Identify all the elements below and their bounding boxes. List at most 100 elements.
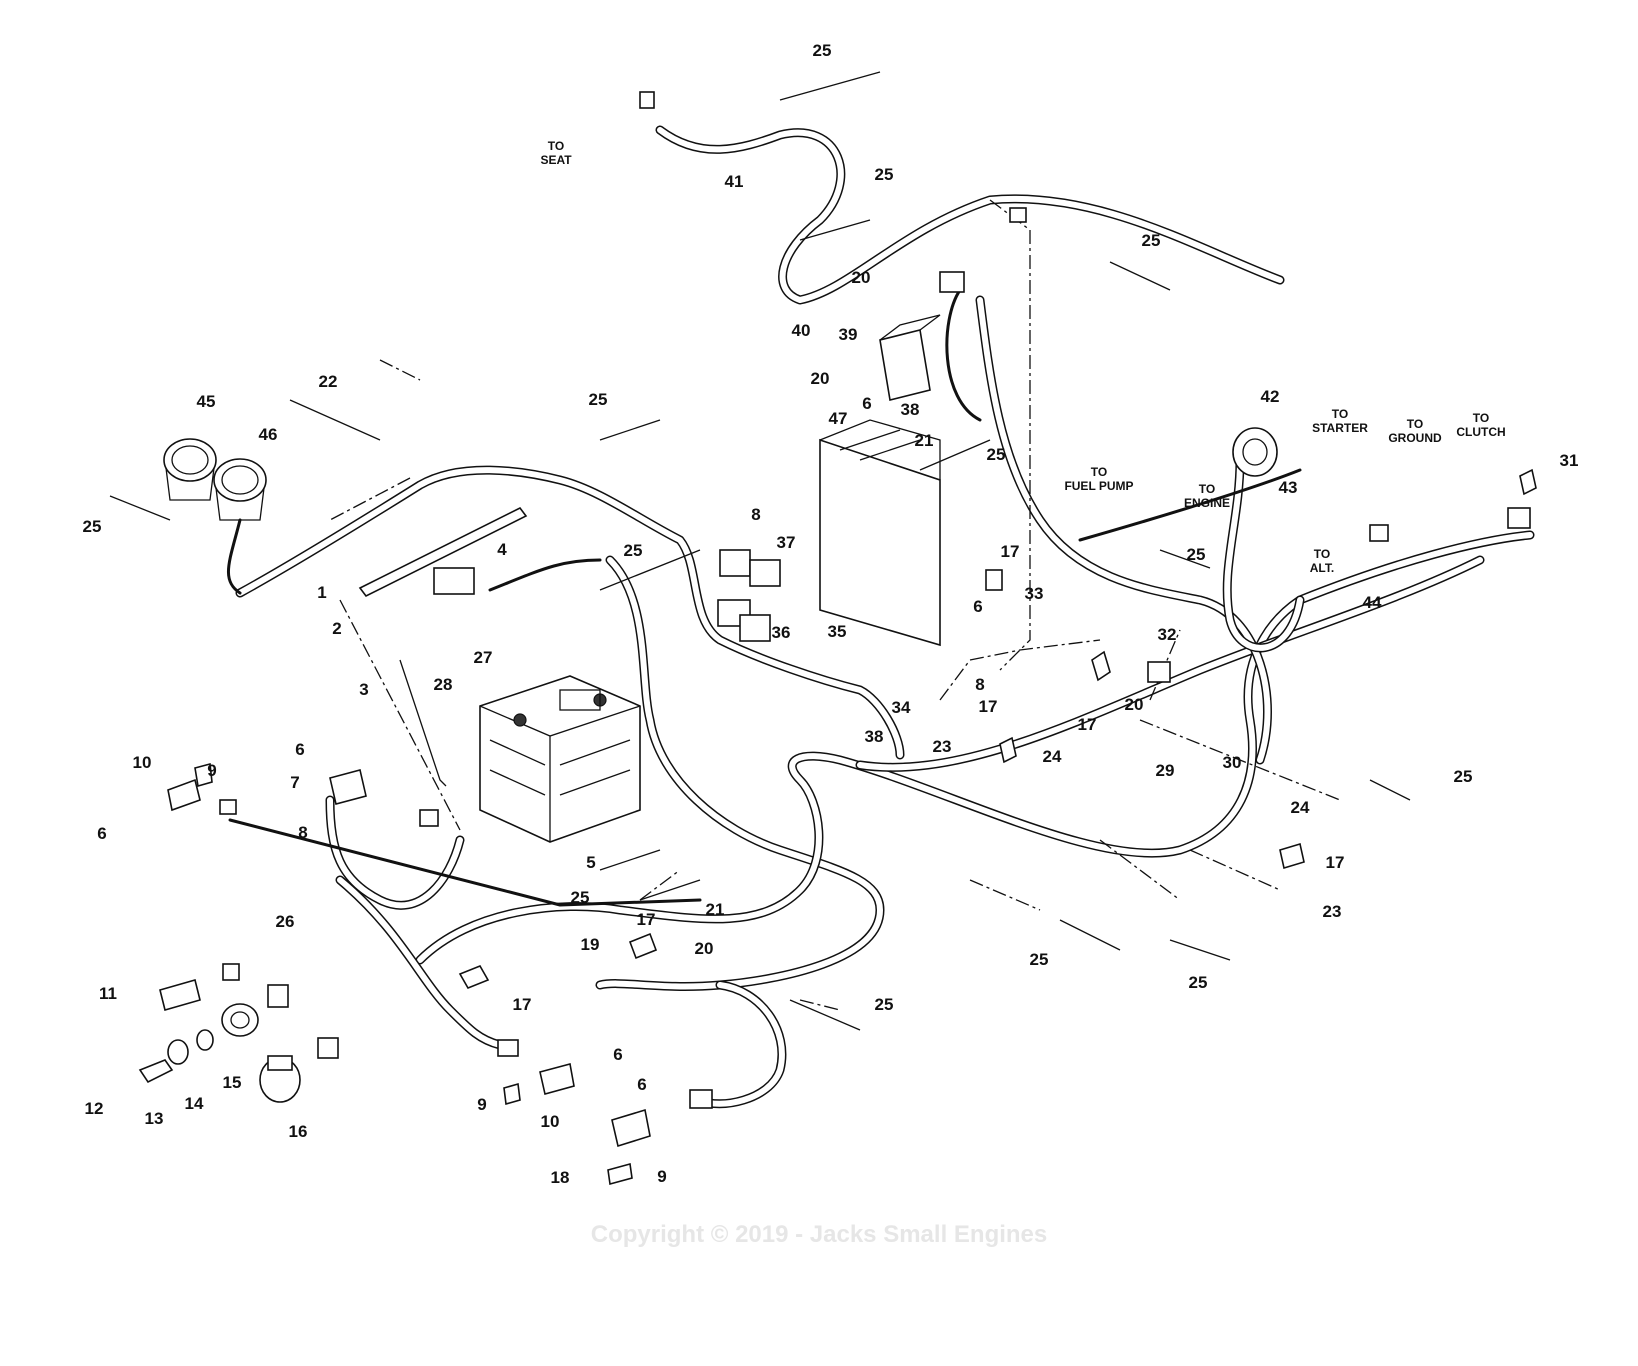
clamps — [458, 468, 1537, 990]
callout-33: 33 — [1025, 584, 1044, 603]
callout-6: 6 — [862, 394, 871, 413]
callout-27: 27 — [474, 648, 493, 667]
callout-17: 17 — [1326, 853, 1345, 872]
destination-note-line: SEAT — [540, 153, 572, 167]
key-12-icon — [138, 1059, 174, 1084]
callout-6: 6 — [613, 1045, 622, 1064]
relay-cluster-icon — [717, 549, 781, 642]
callout-36: 36 — [772, 623, 791, 642]
callout-24: 24 — [1291, 798, 1310, 817]
callout-25: 25 — [589, 390, 608, 409]
callout-2: 2 — [332, 619, 341, 638]
callout-10: 10 — [133, 753, 152, 772]
destination-note-line: ALT. — [1310, 561, 1334, 575]
callout-20: 20 — [811, 369, 830, 388]
callout-3: 3 — [359, 680, 368, 699]
callout-25: 25 — [813, 41, 832, 60]
components — [109, 71, 1537, 1186]
callout-11: 11 — [99, 984, 117, 1003]
callout-46: 46 — [259, 425, 278, 444]
callout-9: 9 — [657, 1167, 666, 1186]
callout-7: 7 — [290, 773, 299, 792]
callout-31: 31 — [1560, 451, 1579, 470]
callout-26: 26 — [276, 912, 295, 931]
callout-18: 18 — [551, 1168, 570, 1187]
gauge-45-icon — [163, 438, 217, 501]
callout-25: 25 — [571, 888, 590, 907]
callout-8: 8 — [298, 823, 307, 842]
callout-24: 24 — [1043, 747, 1062, 766]
destination-note-line: TO — [1473, 411, 1489, 425]
nut-13-icon — [167, 1039, 189, 1065]
callout-44: 44 — [1363, 593, 1382, 612]
callout-5: 5 — [586, 853, 595, 872]
callout-9: 9 — [207, 761, 216, 780]
switch-16-icon — [259, 1055, 301, 1103]
callout-25: 25 — [875, 165, 894, 184]
callout-17: 17 — [1001, 542, 1020, 561]
callout-16: 16 — [289, 1122, 308, 1141]
callout-25: 25 — [1030, 950, 1049, 969]
callout-20: 20 — [695, 939, 714, 958]
battery-strap — [358, 506, 528, 598]
callout-20: 20 — [852, 268, 871, 287]
callout-23: 23 — [933, 737, 952, 756]
callout-32: 32 — [1158, 625, 1177, 644]
callout-38: 38 — [901, 400, 920, 419]
destination-note-line: TO — [548, 139, 564, 153]
callout-21: 21 — [915, 431, 934, 450]
callout-6: 6 — [97, 824, 106, 843]
callout-13: 13 — [145, 1109, 164, 1128]
nut-14-icon — [196, 1029, 214, 1051]
key-switch-icon — [221, 1003, 259, 1037]
callout-12: 12 — [85, 1099, 104, 1118]
callout-1: 1 — [317, 583, 326, 602]
switch-10-left-icon — [167, 762, 213, 812]
battery-icon — [479, 675, 641, 843]
callout-25: 25 — [875, 995, 894, 1014]
destination-note-line: TO — [1091, 465, 1107, 479]
callout-25: 25 — [987, 445, 1006, 464]
callout-42: 42 — [1261, 387, 1280, 406]
light-11-icon — [159, 979, 201, 1011]
callout-25: 25 — [83, 517, 102, 536]
callout-17: 17 — [513, 995, 532, 1014]
destination-note-line: CLUTCH — [1456, 425, 1505, 439]
callout-8: 8 — [751, 505, 760, 524]
module-39-icon — [879, 314, 941, 401]
cable-ties — [109, 71, 1411, 1031]
copyright-watermark: Copyright © 2019 - Jacks Small Engines — [591, 1221, 1048, 1248]
switch-18-icon — [607, 1108, 651, 1186]
destination-note-line: TO — [1407, 417, 1423, 431]
callout-45: 45 — [197, 392, 216, 411]
callout-25: 25 — [1189, 973, 1208, 992]
callout-4: 4 — [497, 540, 507, 559]
callout-25: 25 — [624, 541, 643, 560]
callout-43: 43 — [1279, 478, 1298, 497]
callout-34: 34 — [892, 698, 911, 717]
callout-41: 41 — [725, 172, 744, 191]
destination-note-line: TO — [1314, 547, 1330, 561]
control-panel-box-icon — [819, 419, 941, 647]
connectors — [219, 91, 1531, 1109]
destination-note-line: GROUND — [1388, 431, 1442, 445]
callout-35: 35 — [828, 622, 847, 641]
callout-47: 47 — [829, 409, 848, 428]
callout-39: 39 — [839, 325, 858, 344]
callout-10: 10 — [541, 1112, 560, 1131]
callout-17: 17 — [1078, 715, 1097, 734]
destination-note-line: TO — [1332, 407, 1348, 421]
switch-10-lower-icon — [503, 1063, 575, 1106]
gauge-46-icon — [213, 458, 267, 521]
part-42-icon — [1232, 427, 1278, 477]
callout-17: 17 — [637, 910, 656, 929]
